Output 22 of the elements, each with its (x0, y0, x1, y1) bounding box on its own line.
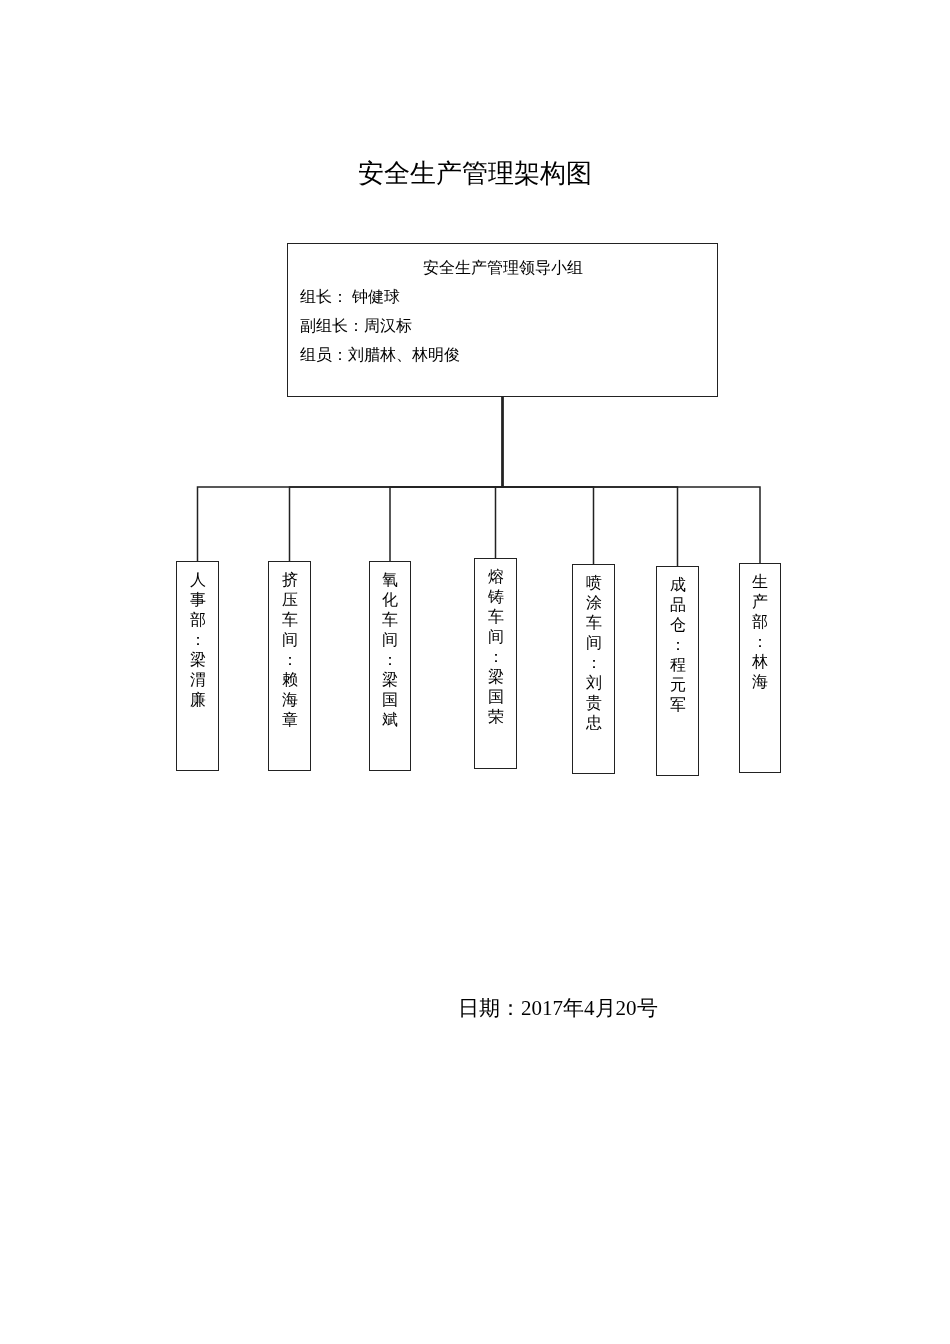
department-box (268, 561, 311, 771)
department-box (739, 563, 781, 773)
member-text: 组员：刘腊林、林明俊 (300, 345, 460, 365)
group-box (287, 243, 718, 397)
member-text: 组长： 钟健球 (300, 287, 400, 307)
date-text: 日期：2017年4月20号 (458, 995, 658, 1022)
department-text: 生产部：林海 (751, 572, 769, 692)
department-box (369, 561, 411, 771)
department-text: 挤压车间：赖海章 (281, 570, 298, 730)
department-text: 氧化车间：梁国斌 (381, 570, 399, 730)
department-box (572, 564, 615, 774)
department-text: 成品仓：程元军 (669, 575, 686, 715)
group-heading: 安全生产管理领导小组 (421, 258, 584, 278)
diagram-title: 安全生产管理架构图 (357, 158, 593, 190)
member-text: 副组长：周汉标 (300, 316, 412, 336)
department-text: 人事部：梁渭廉 (189, 570, 206, 710)
department-box (474, 558, 517, 769)
department-box (176, 561, 219, 771)
connector-line (501, 396, 761, 564)
department-text: 熔铸车间：梁国荣 (487, 567, 504, 727)
department-box (656, 566, 699, 776)
department-text: 喷涂车间：刘贵忠 (585, 573, 602, 733)
